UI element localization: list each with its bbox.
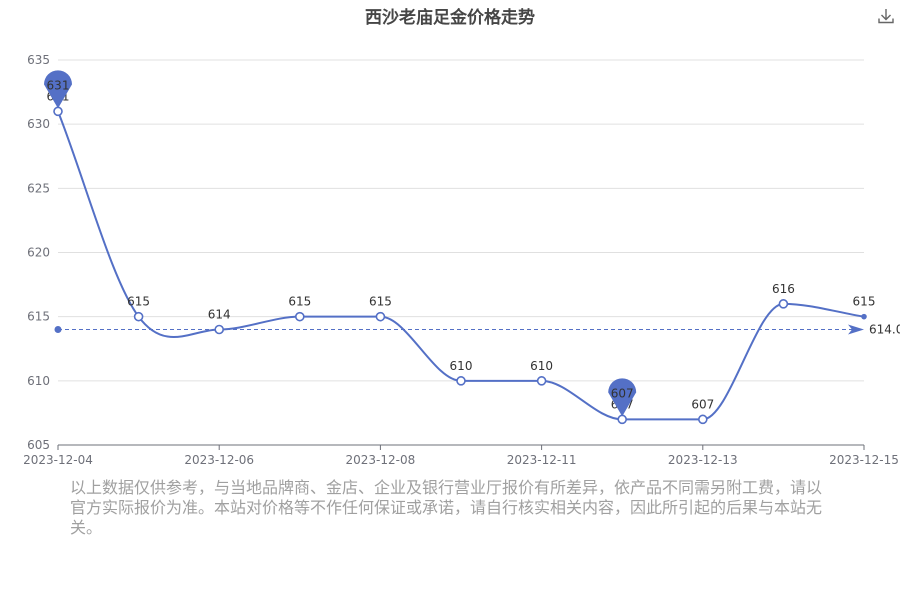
grid-lines [58,59,864,382]
x-tick-label: 2023-12-13 [668,453,738,467]
y-tick-label: 630 [27,117,50,131]
data-point [53,106,63,117]
data-point [133,311,144,322]
max-mark-pin: 631 [44,70,72,109]
average-line-arrow [848,324,864,335]
x-tick-label: 2023-12-08 [346,453,416,467]
average-line-label: 614.0 [869,323,900,337]
data-point [617,414,628,425]
x-tick-label: 2023-12-11 [507,453,577,467]
pin-label: 607 [611,386,634,400]
data-point [861,313,867,320]
min-mark-pin: 607 [608,378,637,417]
data-label: 615 [127,295,150,309]
series-line-path [57,110,865,421]
series-line [57,110,865,421]
data-label: 614 [208,308,231,322]
y-tick-label: 615 [27,310,50,324]
data-point [375,311,386,322]
x-tick-label: 2023-12-15 [829,453,899,467]
chart-title: 西沙老庙足金价格走势 [365,8,535,28]
data-label: 615 [853,295,876,309]
data-point [697,414,708,425]
pin-shape [608,378,637,417]
data-point [456,376,466,386]
average-mark-line: 614.0 [54,323,900,337]
data-label: 607 [691,397,714,411]
axes: 605 610 615 620 625 630 635 2023-12-04 2023-12-0… [23,53,899,467]
data-labels: 631615614615615610610607607616615 [47,89,876,411]
disclaimer-text: 以上数据仅供参考，与当地品牌商、金店、企业及银行营业厅报价有所差异，依产品不同需… [70,478,823,537]
data-label: 615 [288,295,311,309]
data-points [53,106,867,425]
y-tick-label: 625 [27,181,50,195]
x-tick-label: 2023-12-06 [184,453,254,467]
download-button[interactable] [876,6,896,26]
x-tick-label: 2023-12-04 [23,453,93,467]
data-point [214,324,224,335]
download-icon [878,9,894,24]
y-tick-label: 635 [27,53,50,67]
data-label: 610 [530,359,553,373]
y-tick-label: 610 [27,374,50,388]
data-label: 616 [772,282,795,296]
data-point [778,299,789,309]
pin-label: 631 [47,78,70,92]
y-tick-label: 605 [27,438,50,452]
pin-shape [44,70,72,109]
data-label: 610 [450,359,473,373]
y-tick-label: 620 [27,246,50,260]
data-point [536,376,547,386]
data-point [294,311,305,322]
data-label: 615 [369,295,392,309]
mark-points: 631 607 [44,70,637,417]
